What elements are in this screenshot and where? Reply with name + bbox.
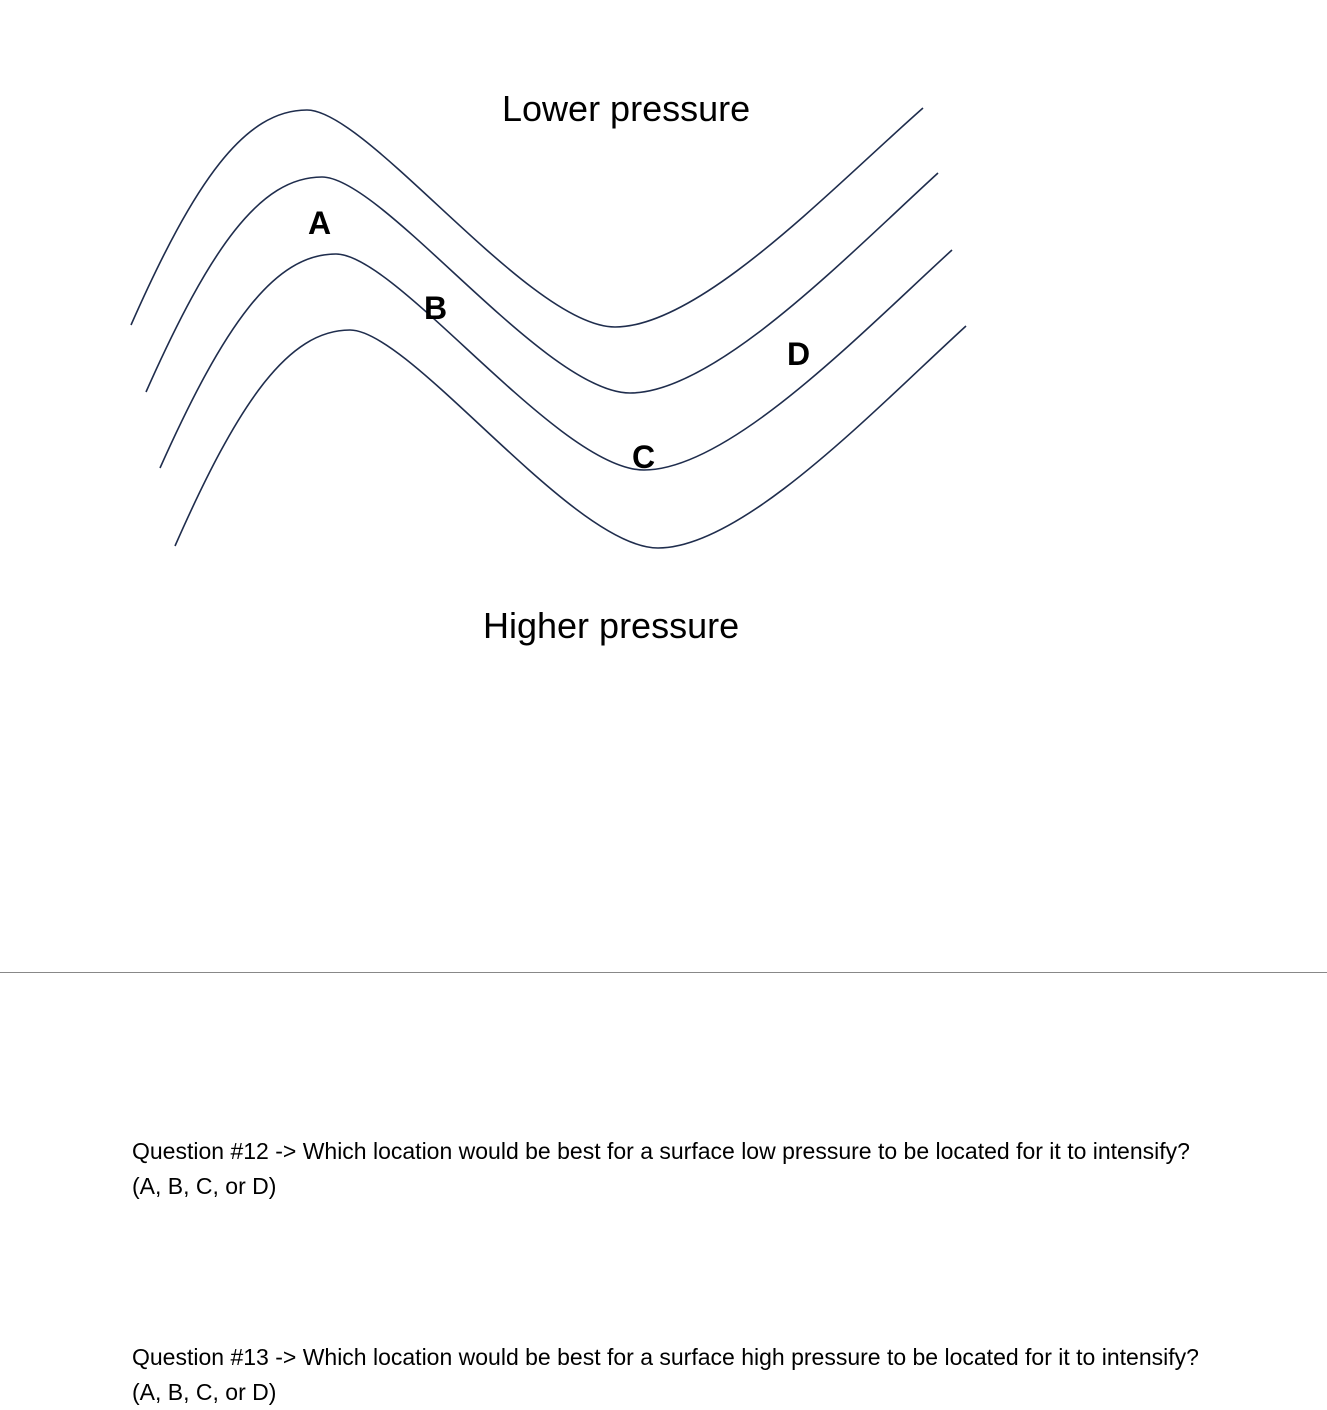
contour-line-group xyxy=(130,107,967,549)
page-divider xyxy=(0,972,1327,973)
contour-line-3 xyxy=(159,249,953,471)
contour-line-1 xyxy=(130,107,924,328)
contour-line-2 xyxy=(145,172,939,394)
height-contour-diagram: Lower pressure Higher pressure A B C D xyxy=(0,0,1327,700)
contour-line-4 xyxy=(174,325,967,549)
point-a-label: A xyxy=(308,205,332,241)
question-12: Question #12 -> Which location would be … xyxy=(132,1138,1190,1199)
point-b-label: B xyxy=(424,290,448,326)
contour-lines xyxy=(130,107,967,549)
higher-pressure-label: Higher pressure xyxy=(483,605,740,646)
point-d-label: D xyxy=(787,336,811,372)
lower-pressure-label: Lower pressure xyxy=(502,88,751,129)
question-13: Question #13 -> Which location would be … xyxy=(132,1344,1199,1405)
point-c-label: C xyxy=(632,439,656,475)
